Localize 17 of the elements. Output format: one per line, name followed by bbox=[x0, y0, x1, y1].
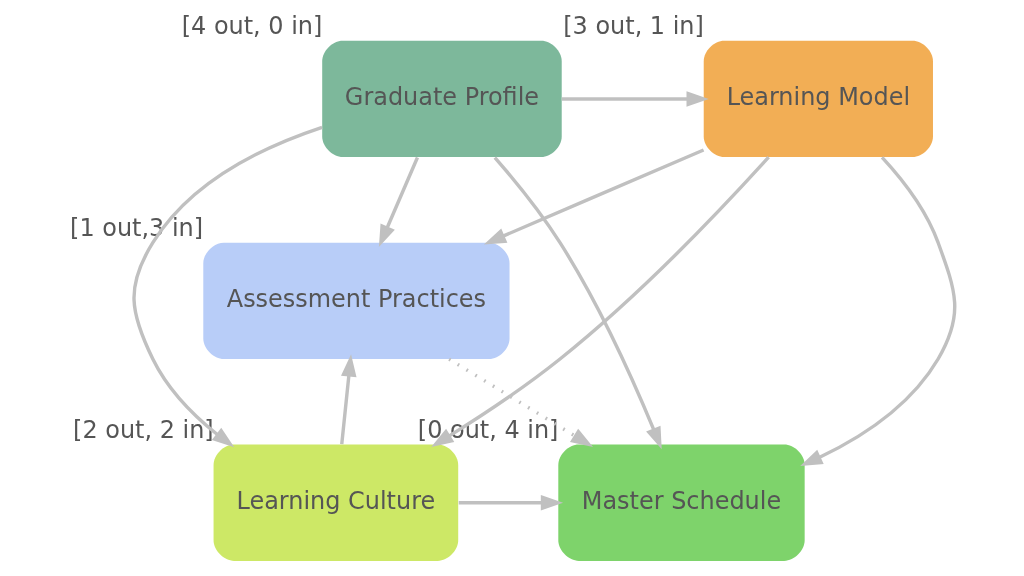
node-box: Master Schedule bbox=[557, 444, 805, 561]
arrow bbox=[447, 357, 593, 447]
arrow bbox=[378, 156, 419, 247]
arrow bbox=[561, 91, 709, 107]
arrow bbox=[799, 156, 956, 467]
node-box: Graduate Profile bbox=[321, 40, 562, 158]
arrow bbox=[339, 354, 357, 445]
arrow bbox=[483, 148, 704, 245]
node-label: [4 out, 0 in] bbox=[181, 12, 322, 41]
arrow bbox=[458, 494, 563, 511]
node-box: Assessment Practices bbox=[202, 242, 510, 359]
arrow bbox=[493, 156, 662, 450]
arrow bbox=[430, 156, 770, 448]
arrow bbox=[131, 125, 323, 448]
node-box: Learning Culture bbox=[213, 444, 458, 561]
node-box: Learning Model bbox=[703, 40, 933, 158]
node-label: [3 out, 1 in] bbox=[562, 12, 704, 41]
